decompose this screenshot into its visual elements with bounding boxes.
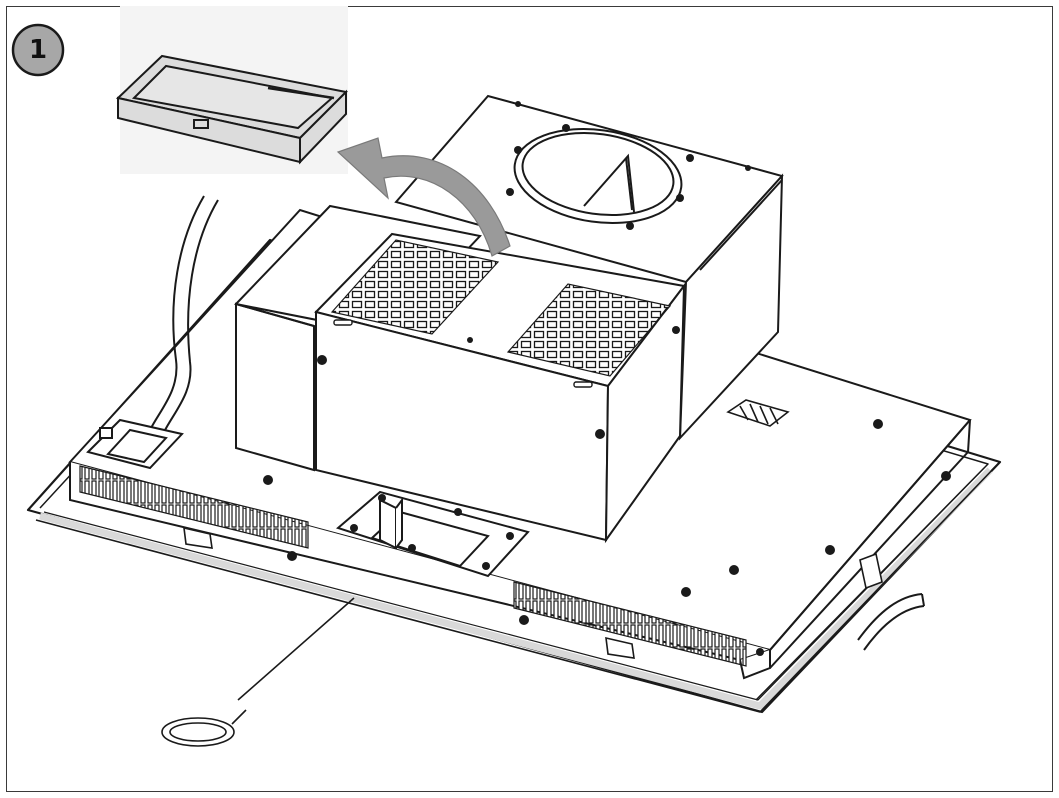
circle-number-icon — [11, 23, 65, 77]
step-number: 1 — [28, 35, 48, 65]
bracket-screws — [350, 494, 514, 570]
power-cable — [149, 195, 219, 433]
removed-filter-cover — [115, 6, 349, 174]
outlet-screws — [506, 101, 751, 230]
step-badge: 1 — [10, 22, 66, 78]
filter-grid-right — [506, 283, 672, 377]
filter-box-screws — [317, 326, 680, 439]
plate-screws — [263, 419, 951, 656]
seal-callout — [161, 597, 355, 747]
mounting-bracket — [335, 490, 530, 578]
filter-grid-left — [330, 239, 500, 335]
connection-box — [86, 418, 184, 470]
terminal-block — [726, 399, 790, 427]
diagram-frame — [6, 6, 1053, 792]
vent-fins-left — [79, 465, 309, 549]
curved-arrow-icon — [336, 137, 511, 257]
vent-fins-right — [513, 581, 747, 667]
filter-box-slots — [333, 319, 593, 388]
side-cable — [857, 593, 925, 651]
front-clips — [183, 526, 883, 659]
outlet-ring — [513, 127, 683, 225]
